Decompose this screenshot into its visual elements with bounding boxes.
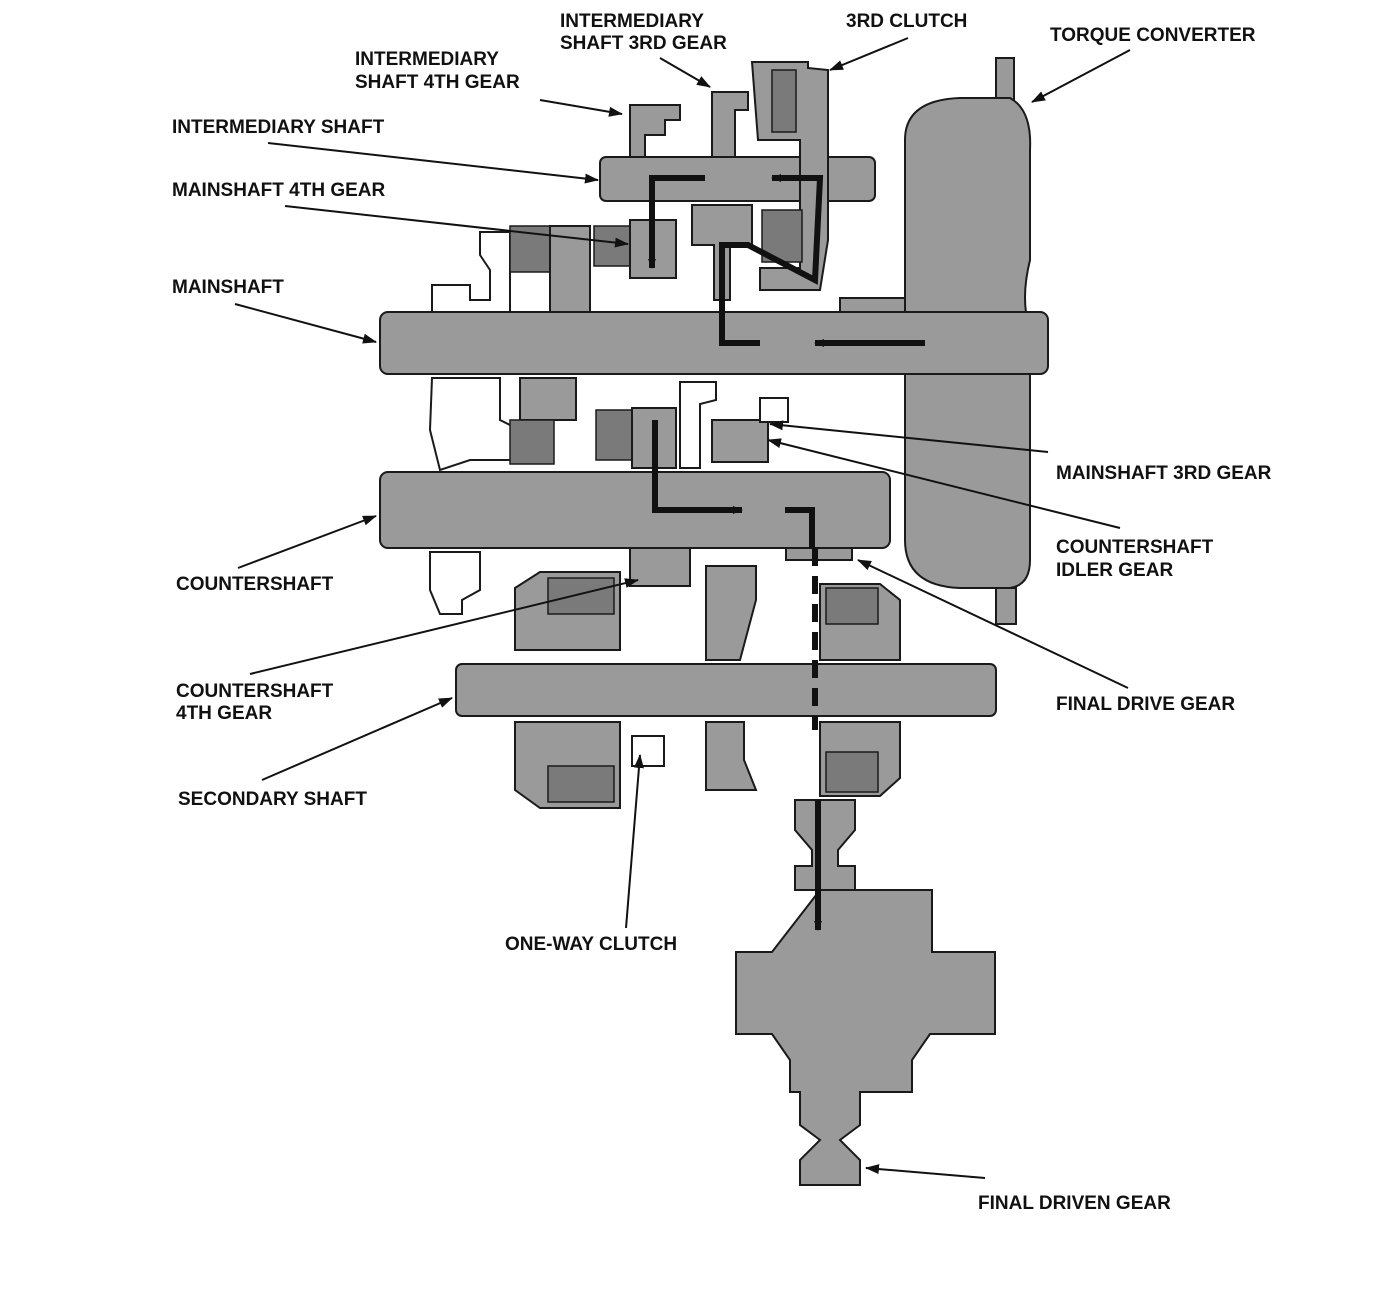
label-intermediary-shaft-4th-gear-line1: INTERMEDIARY: [355, 49, 499, 70]
label-countershaft-4th-gear-line1: COUNTERSHAFT: [176, 681, 334, 702]
label-3rd-clutch: 3RD CLUTCH: [846, 11, 967, 32]
mainshaft-part: [379, 219, 1049, 472]
label-torque-converter: TORQUE CONVERTER: [1050, 25, 1256, 46]
label-intermediary-shaft: INTERMEDIARY SHAFT: [172, 117, 385, 138]
label-countershaft-idler-gear-line1: COUNTERSHAFT: [1056, 537, 1214, 558]
label-mainshaft-4th-gear: MAINSHAFT 4TH GEAR: [172, 180, 386, 201]
label-final-drive-gear: FINAL DRIVE GEAR: [1056, 694, 1235, 715]
label-countershaft-idler-gear-line2: IDLER GEAR: [1056, 560, 1173, 581]
label-countershaft-4th-gear-line2: 4TH GEAR: [176, 703, 272, 724]
label-intermediary-shaft-4th-gear-line2: SHAFT 4TH GEAR: [355, 72, 520, 93]
label-mainshaft-3rd-gear: MAINSHAFT 3RD GEAR: [1056, 463, 1272, 484]
secondary-shaft-part: [455, 565, 997, 809]
final-driven-gear-part: [735, 799, 996, 1186]
label-countershaft: COUNTERSHAFT: [176, 574, 334, 595]
label-one-way-clutch: ONE-WAY CLUTCH: [505, 934, 677, 955]
countershaft-part: [379, 381, 891, 615]
label-intermediary-shaft-3rd-gear-line2: SHAFT 3RD GEAR: [560, 33, 727, 54]
label-mainshaft: MAINSHAFT: [172, 277, 284, 298]
power-flow-path: [648, 174, 925, 931]
label-intermediary-shaft-3rd-gear-line1: INTERMEDIARY: [560, 11, 704, 32]
label-final-driven-gear: FINAL DRIVEN GEAR: [978, 1193, 1171, 1214]
label-secondary-shaft: SECONDARY SHAFT: [178, 789, 367, 810]
